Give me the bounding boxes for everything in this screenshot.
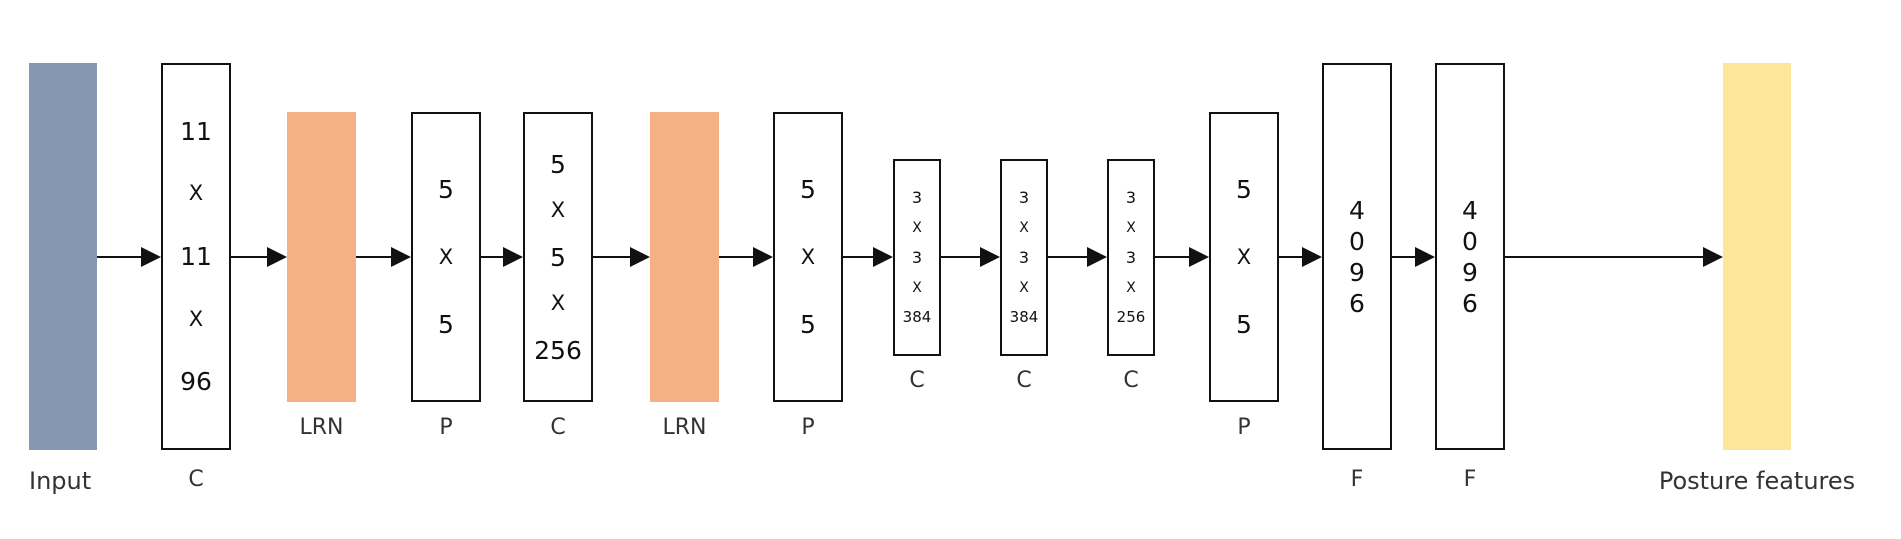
block-token: 5 — [1236, 310, 1252, 340]
conv3-label: C — [909, 368, 925, 393]
block-token: 5 — [1236, 174, 1252, 204]
lrn1-block — [287, 112, 356, 402]
conv5-label: C — [1123, 368, 1139, 393]
output-block — [1723, 63, 1791, 450]
block-token: 0 — [1462, 226, 1478, 256]
block-token: 3 — [1125, 188, 1137, 207]
conv1-label: C — [188, 467, 204, 492]
arrow-head-icon — [1087, 247, 1107, 267]
block-token: X — [1126, 280, 1136, 296]
block-token: 5 — [550, 149, 566, 179]
block-token: 4 — [1462, 195, 1478, 225]
fc1-label: F — [1350, 467, 1364, 492]
arrow-head-icon — [753, 247, 773, 267]
block-token: 5 — [550, 242, 566, 272]
block-token: 3 — [1018, 248, 1030, 267]
arrow-head-icon — [1415, 247, 1435, 267]
block-token: X — [550, 198, 566, 222]
block-token: 384 — [1009, 308, 1039, 326]
arrow-head-icon — [980, 247, 1000, 267]
arrow-head-icon — [267, 247, 287, 267]
arrow-head-icon — [630, 247, 650, 267]
block-token: X — [1019, 280, 1029, 296]
block-token: X — [1236, 244, 1252, 269]
block-token: X — [188, 306, 204, 331]
block-token: 9 — [1349, 257, 1365, 287]
lrn2-block — [650, 112, 719, 402]
conv2-label: C — [550, 415, 566, 440]
block-token: 384 — [902, 308, 932, 326]
block-token: 6 — [1349, 288, 1365, 318]
pool2-label: P — [801, 415, 815, 440]
block-token: 3 — [911, 188, 923, 207]
arrow-head-icon — [503, 247, 523, 267]
input-block — [29, 63, 97, 450]
block-token: 0 — [1349, 226, 1365, 256]
arrow-head-icon — [1302, 247, 1322, 267]
conv4-label: C — [1016, 368, 1032, 393]
block-token: X — [188, 181, 204, 206]
pool1-label: P — [439, 415, 453, 440]
arrow-head-icon — [1703, 247, 1723, 267]
block-token: 96 — [180, 367, 212, 397]
block-token: 3 — [1018, 188, 1030, 207]
block-token: 5 — [438, 174, 454, 204]
block-token: 3 — [1125, 248, 1137, 267]
block-token: 6 — [1462, 288, 1478, 318]
arrow-head-icon — [873, 247, 893, 267]
arrow-head-icon — [141, 247, 161, 267]
lrn2-label: LRN — [662, 415, 707, 440]
block-token: X — [800, 244, 816, 269]
output-label: Posture features — [1658, 467, 1856, 495]
block-token: 5 — [800, 310, 816, 340]
block-token: 5 — [438, 310, 454, 340]
block-token: X — [550, 291, 566, 315]
block-token: 256 — [534, 335, 582, 365]
arrow-head-icon — [1189, 247, 1209, 267]
block-token: X — [912, 280, 922, 296]
block-token: 11 — [180, 116, 212, 146]
block-token: 9 — [1462, 257, 1478, 287]
input-label: Input — [29, 467, 92, 495]
lrn1-label: LRN — [299, 415, 344, 440]
block-token: X — [912, 220, 922, 236]
block-token: X — [438, 244, 454, 269]
block-token: X — [1019, 220, 1029, 236]
block-token: 3 — [911, 248, 923, 267]
block-token: 11 — [180, 241, 212, 271]
arrow-head-icon — [391, 247, 411, 267]
block-token: X — [1126, 220, 1136, 236]
block-token: 4 — [1349, 195, 1365, 225]
pool3-label: P — [1237, 415, 1251, 440]
block-token: 5 — [800, 174, 816, 204]
block-token: 256 — [1116, 308, 1146, 326]
fc2-label: F — [1463, 467, 1477, 492]
